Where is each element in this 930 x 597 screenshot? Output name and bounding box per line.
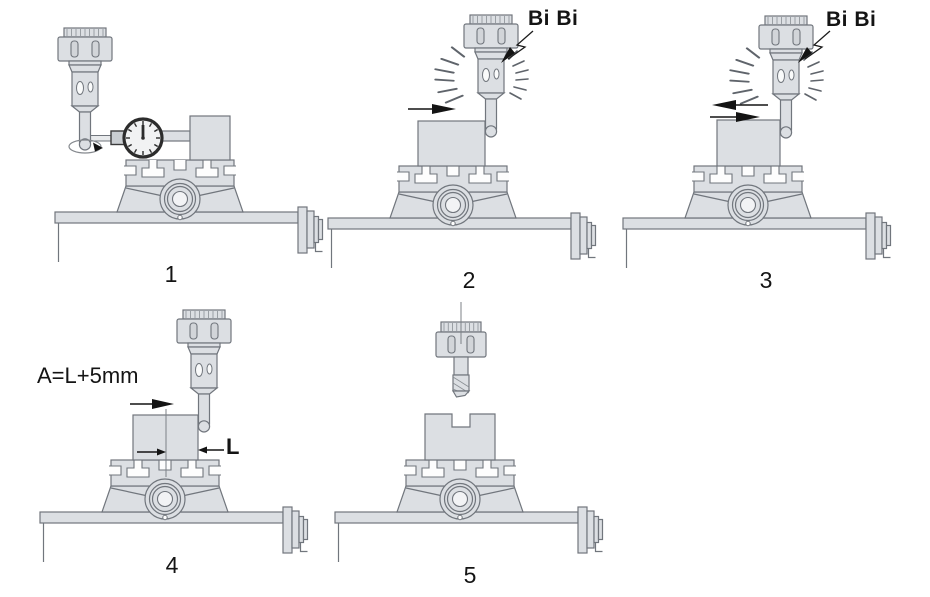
beep-leader-icon <box>501 30 534 63</box>
beep-sound-label: Bi Bi <box>528 7 579 30</box>
sound-waves-icon <box>434 46 466 104</box>
edge-finder-probe-icon <box>57 27 113 151</box>
step-4-scene <box>39 309 309 563</box>
sound-waves-icon <box>508 50 529 100</box>
step-5-scene <box>334 302 604 563</box>
move-right-arrow-icon <box>710 112 760 122</box>
machine-table-icon <box>622 165 892 269</box>
step-1-number-label: 1 <box>164 261 178 287</box>
move-left-arrow-icon <box>712 100 768 110</box>
indicator-plunger <box>89 135 112 142</box>
slotted-workpiece-block <box>424 413 496 461</box>
machine-table-icon <box>334 459 604 563</box>
machine-table-icon <box>39 459 309 563</box>
step-4-number-label: 4 <box>165 552 179 578</box>
machine-table-icon <box>54 159 324 263</box>
step-3-scene <box>622 15 892 269</box>
sound-waves-icon <box>729 47 761 105</box>
dimension-arrow-left-icon <box>137 448 166 456</box>
step-3-number-label: 3 <box>759 267 773 293</box>
dimension-arrow-right-icon <box>198 446 224 454</box>
offset-formula-label: A=L+5mm <box>37 363 139 388</box>
sound-waves-icon <box>803 51 824 101</box>
beep-sound-label: Bi Bi <box>826 8 877 31</box>
move-right-arrow-icon <box>408 104 456 114</box>
workpiece-block <box>716 119 781 167</box>
indicator-rod <box>159 130 191 142</box>
dimension-l-label: L <box>226 434 240 459</box>
machine-table-icon <box>327 165 597 269</box>
rotation-ellipse-icon <box>68 139 102 154</box>
step-2-scene <box>327 14 597 269</box>
step-5-number-label: 5 <box>463 562 477 588</box>
step-2-number-label: 2 <box>462 267 476 293</box>
workpiece-block <box>189 115 231 161</box>
dial-indicator-icon <box>122 117 164 159</box>
workpiece-block <box>417 120 486 167</box>
edge-finder-probe-icon <box>463 14 519 138</box>
move-right-arrow-icon <box>130 399 174 409</box>
edge-finder-probe-icon <box>176 309 232 433</box>
beep-leader-icon <box>798 30 831 63</box>
rotation-arrow-icon <box>93 142 103 152</box>
step-1-scene <box>54 27 324 263</box>
